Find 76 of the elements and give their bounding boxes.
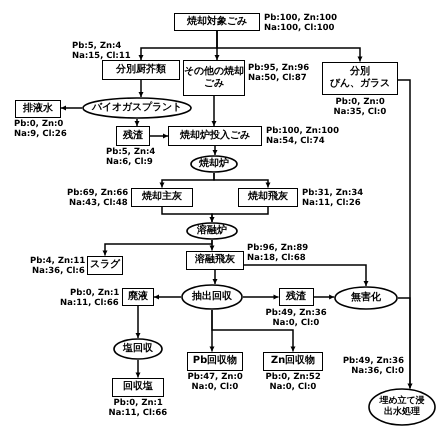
value-label: Pb:4, Zn:11 <box>30 256 86 266</box>
process-box: 排液水 <box>15 100 61 118</box>
value-label: Na:0, Cl:0 <box>192 382 238 392</box>
value-label: Na:15, Cl:11 <box>72 51 131 61</box>
arrow <box>150 134 168 138</box>
process-ellipse: バイオガスプラント <box>82 97 192 119</box>
arrow <box>136 360 140 378</box>
arrow <box>212 96 216 126</box>
process-box: 焼却炉投入ごみ <box>168 126 262 146</box>
value-label: Pb:100, Zn:100 <box>266 126 340 136</box>
value-label: Na:54, Cl:74 <box>266 136 325 146</box>
arrow <box>102 240 213 256</box>
value-label: Na:18, Cl:68 <box>247 253 306 263</box>
process-box <box>322 62 398 94</box>
arrow <box>136 306 140 338</box>
process-ellipse: 塩回収 <box>113 338 163 360</box>
value-label: Pb:95, Zn:96 <box>248 63 310 73</box>
process-box: 焼却飛灰 <box>238 188 298 206</box>
process-box: 残渣 <box>278 288 314 306</box>
box-label: びん、ガラス <box>330 78 390 90</box>
value-label: Na:6, Cl:9 <box>106 157 153 167</box>
arrow <box>216 31 362 62</box>
value-label: Na:11, Cl:66 <box>108 408 168 418</box>
value-label: Pb:0, Zn:0 <box>14 119 64 129</box>
box-label: 分別 <box>350 66 370 78</box>
process-ellipse: 焼却炉 <box>190 155 238 173</box>
process-ellipse: 抽出回収 <box>181 284 243 310</box>
value-label: Pb:96, Zn:89 <box>247 243 308 253</box>
value-label: Na:11, Cl:66 <box>60 298 119 308</box>
arrow <box>212 146 218 155</box>
process-ellipse: 無害化 <box>334 286 398 310</box>
process-box: 廃液 <box>122 288 154 306</box>
value-label: Na:9, Cl:26 <box>14 129 67 139</box>
arrow <box>61 106 82 110</box>
value-label: Na:35, Cl:0 <box>334 107 386 117</box>
value-label: Pb:5, Zn:4 <box>106 147 156 157</box>
value-label: Na:11, Cl:26 <box>302 198 361 208</box>
arrow <box>213 173 270 188</box>
arrow <box>398 297 412 389</box>
value-label: Pb:31, Zn:34 <box>302 188 364 198</box>
process-box: スラグ <box>87 256 123 274</box>
process-box: 回収塩 <box>112 378 164 396</box>
value-label: Pb:69, Zn:66 <box>67 188 128 198</box>
value-label: Pb:0, Zn:1 <box>70 288 120 298</box>
process-box: 残渣 <box>116 126 150 146</box>
process-ellipse: 溶融炉 <box>186 222 238 240</box>
arrow <box>243 264 368 286</box>
arrow <box>134 119 140 126</box>
arrow <box>138 80 144 98</box>
value-label: Pb:100, Zn:100 <box>264 13 338 23</box>
value-label: Pb:5, Zn:4 <box>72 41 122 51</box>
arrow <box>211 310 296 352</box>
arrow <box>243 294 278 300</box>
value-label: Na:0, Cl:0 <box>272 318 320 328</box>
process-box: 焼却対象ごみ <box>174 13 260 31</box>
value-label: Na:0, Cl:0 <box>270 382 316 392</box>
value-label: Pb:0, Zn:52 <box>266 372 321 382</box>
process-box: Pb回収物 <box>187 352 243 370</box>
process-ellipse: 埋め立て浸出水処理 <box>368 388 436 426</box>
process-box: 焼却主灰 <box>131 188 193 206</box>
process-box: その他の焼却ごみ <box>183 60 245 96</box>
value-label: Na:100, Cl:100 <box>264 23 334 33</box>
value-label: Na:43, Cl:48 <box>69 198 128 208</box>
value-label: Na:36, Cl:6 <box>32 266 85 276</box>
arrow <box>314 294 334 300</box>
arrow <box>154 294 181 300</box>
process-box: 溶融飛灰 <box>186 250 244 270</box>
value-label: Pb:49, Zn:36 <box>266 308 327 318</box>
process-box: 分別厨芥類 <box>102 60 180 80</box>
value-label: Na:50, Cl:87 <box>248 73 307 83</box>
value-label: Pb:0, Zn:1 <box>114 398 163 408</box>
arrow <box>210 206 269 222</box>
value-label: Pb:0, Zn:0 <box>336 97 385 107</box>
arrow <box>212 270 218 284</box>
process-box: Zn回収物 <box>263 352 323 370</box>
value-label: Pb:47, Zn:0 <box>188 372 243 382</box>
